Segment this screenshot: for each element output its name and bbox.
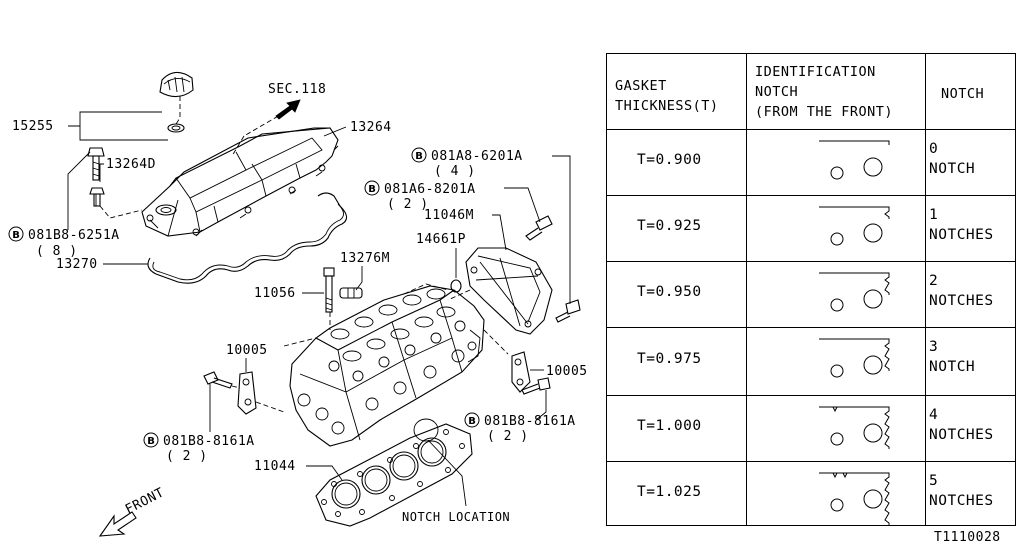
label-13276M: 13276M — [340, 251, 390, 266]
cylinder-head — [289, 285, 485, 447]
label-qty-4: ( 4 ) — [434, 164, 476, 179]
label-081B8-8161A-left: 081B8-8161A — [163, 434, 255, 449]
hanger-bolt-left — [203, 371, 233, 389]
exploded-parts-diagram: SEC.118 15255 13264 — [8, 71, 588, 537]
engine-hanger-left — [237, 371, 257, 415]
grommet-13264D — [89, 187, 105, 207]
front-arrow-icon — [98, 511, 137, 537]
label-qty-2-right: ( 2 ) — [487, 429, 529, 444]
table-row: T=0.900 0 NOTCH — [607, 129, 1015, 195]
label-081B8-8161A-right: 081B8-8161A — [484, 414, 576, 429]
sec118-arrow-icon — [275, 99, 301, 120]
cylinder-head-gasket — [315, 423, 473, 527]
notch-illustration — [819, 140, 890, 180]
rear-cover-plate — [465, 247, 553, 335]
header-gasket-thickness: GASKET THICKNESS(T) — [615, 78, 719, 114]
bolt-symbol-icon: B — [411, 147, 427, 163]
label-081B8-6251A: 081B8-6251A — [28, 228, 120, 243]
notch-count-label: 2 NOTCHES — [929, 273, 994, 309]
notch-illustration — [819, 406, 890, 449]
thickness-value: T=0.975 — [637, 351, 702, 367]
figure-code: T1110028 — [934, 530, 1001, 545]
label-10005-right: 10005 — [546, 364, 588, 379]
label-13264: 13264 — [350, 120, 392, 135]
notch-count-label: 0 NOTCH — [929, 141, 976, 177]
label-081A6-8201A: 081A6-8201A — [384, 182, 476, 197]
table-row: T=0.975 3 NOTCH — [607, 327, 1015, 395]
notch-illustration — [819, 472, 890, 525]
notch-count-label: 4 NOTCHES — [929, 407, 994, 443]
header-identification-notch: IDENTIFICATION NOTCH (FROM THE FRONT) — [755, 64, 894, 120]
notch-count-label: 5 NOTCHES — [929, 473, 994, 509]
label-qty-2-left: ( 2 ) — [166, 449, 208, 464]
thickness-value: T=1.000 — [637, 418, 702, 434]
notch-count-label: 1 NOTCHES — [929, 207, 994, 243]
label-notch-location: NOTCH LOCATION — [402, 510, 510, 524]
table-row: T=0.925 1 NOTCHES — [607, 195, 1015, 261]
thickness-value: T=0.950 — [637, 284, 702, 300]
header-notch: NOTCH — [941, 86, 985, 102]
plate-bolt-lower — [555, 299, 581, 323]
label-11046M: 11046M — [424, 208, 474, 223]
notch-illustration — [819, 338, 890, 378]
sensor-13276M — [339, 287, 363, 299]
label-14661P: 14661P — [416, 232, 466, 247]
bolt-symbol-icon: B — [464, 412, 480, 428]
notch-location-marker — [413, 418, 439, 442]
label-11056: 11056 — [254, 286, 296, 301]
head-bolt-11056 — [323, 267, 335, 313]
label-qty-2a: ( 2 ) — [387, 197, 429, 212]
bolt-symbol-icon: B — [8, 226, 24, 242]
label-10005-left: 10005 — [226, 343, 268, 358]
svg-text:B: B — [468, 416, 476, 427]
label-15255: 15255 — [12, 119, 54, 134]
engine-hanger-right — [511, 351, 531, 393]
table-row: T=1.025 5 NOTCHES — [607, 461, 1015, 527]
gasket-thickness-table: GASKET THICKNESS(T) IDENTIFICATION NOTCH… — [606, 53, 1016, 526]
svg-text:B: B — [147, 436, 155, 447]
rocker-cover-gasket — [147, 192, 348, 284]
thickness-value: T=0.900 — [637, 152, 702, 168]
bolt-symbol-icon: B — [143, 432, 159, 448]
thickness-value: T=0.925 — [637, 218, 702, 234]
table-row: T=1.000 4 NOTCHES — [607, 395, 1015, 461]
label-13270: 13270 — [56, 257, 98, 272]
svg-text:B: B — [12, 230, 20, 241]
table-row: T=0.950 2 NOTCHES — [607, 261, 1015, 327]
label-11044: 11044 — [254, 459, 296, 474]
notch-illustration — [819, 206, 890, 246]
label-081A8-6201A: 081A8-6201A — [431, 149, 523, 164]
oil-filler-cap — [159, 71, 194, 133]
label-qty-8: ( 8 ) — [36, 244, 78, 259]
svg-text:B: B — [415, 151, 423, 162]
svg-text:B: B — [368, 184, 376, 195]
label-front: FRONT — [123, 485, 167, 517]
plate-bolt-upper — [525, 215, 553, 241]
label-sec118: SEC.118 — [268, 82, 326, 97]
label-13264D: 13264D — [106, 157, 156, 172]
rocker-cover — [141, 127, 339, 237]
thickness-value: T=1.025 — [637, 484, 702, 500]
notch-illustration — [819, 272, 890, 312]
notch-count-label: 3 NOTCH — [929, 339, 976, 375]
hanger-bolt-right — [521, 377, 551, 395]
bolt-symbol-icon: B — [364, 180, 380, 196]
